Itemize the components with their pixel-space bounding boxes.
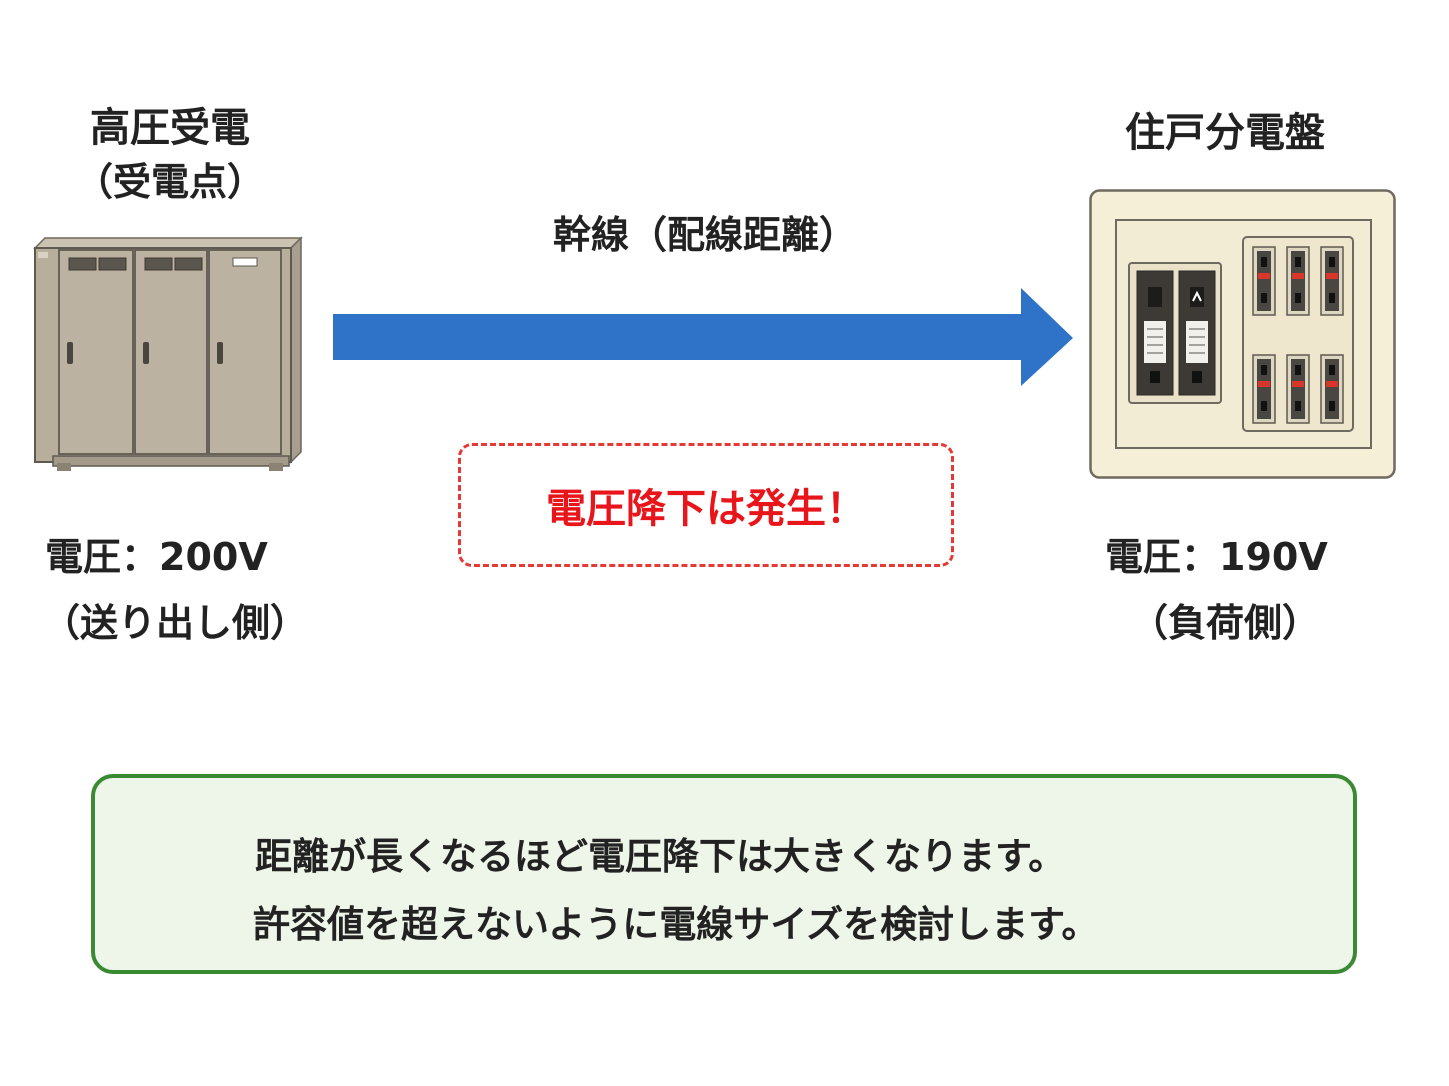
source-voltage: 電圧：200V <box>45 535 268 579</box>
source-side: （送り出し側） <box>42 601 309 645</box>
feeder-label: 幹線（配線距離） <box>552 213 857 257</box>
branch-breaker <box>1252 246 1276 316</box>
arrow-right-icon <box>333 288 1073 386</box>
branch-breaker <box>1286 246 1310 316</box>
voltage-drop-alert: 電圧降下は発生！ <box>458 443 954 567</box>
alert-text: 電圧降下は発生！ <box>546 486 866 532</box>
destination-voltage: 電圧：190V <box>1105 535 1328 579</box>
note-line-1: 距離が長くなるほど電圧降下は大きくなります。 <box>255 835 1066 878</box>
branch-breaker <box>1252 354 1276 424</box>
explanation-note: 距離が長くなるほど電圧降下は大きくなります。 許容値を超えないように電線サイズを… <box>91 774 1357 974</box>
distribution-panel-icon <box>1089 189 1396 479</box>
source-subtitle: （受電点） <box>74 160 265 204</box>
branch-breaker <box>1320 354 1344 424</box>
branch-breaker <box>1286 354 1310 424</box>
destination-title: 住戸分電盤 <box>1125 110 1325 156</box>
branch-breaker <box>1320 246 1344 316</box>
note-line-2: 許容値を超えないように電線サイズを検討します。 <box>253 903 1099 946</box>
destination-side: （負荷側） <box>1130 601 1321 645</box>
high-voltage-cubicle-icon <box>33 236 303 471</box>
source-title: 高圧受電 <box>90 105 250 151</box>
